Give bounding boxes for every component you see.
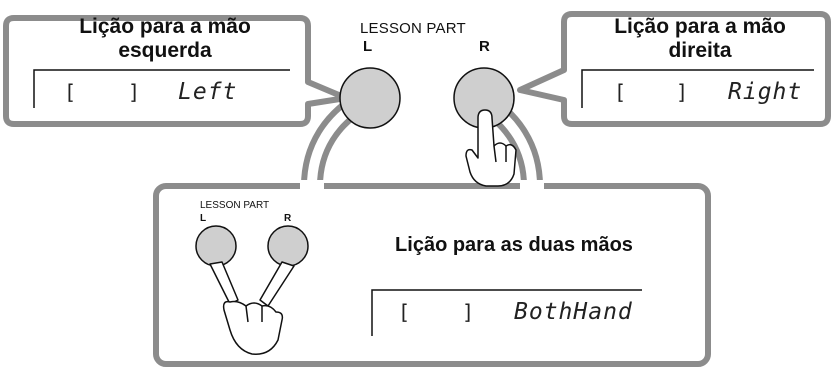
right-bracket-open: [ xyxy=(614,80,627,104)
small-l-button xyxy=(195,225,237,267)
connector-join-right xyxy=(520,180,544,192)
small-l-letter: L xyxy=(200,213,207,224)
left-bracket-open: [ xyxy=(64,80,77,104)
lesson-part-l-button[interactable] xyxy=(339,67,401,129)
small-lesson-part-label: LESSON PART xyxy=(200,200,270,211)
right-lcd-frame xyxy=(581,69,814,108)
left-display-text: Left xyxy=(178,79,238,105)
both-display-text: BothHand xyxy=(514,299,633,325)
both-bracket-close: ] xyxy=(462,300,475,324)
right-display-text: Right xyxy=(728,79,803,105)
pointing-finger-icon xyxy=(465,109,517,187)
left-bracket-close: ] xyxy=(128,80,141,104)
left-lcd-frame xyxy=(33,69,290,108)
two-finger-press-icon xyxy=(209,261,295,355)
r-button-letter: R xyxy=(479,38,490,55)
lesson-part-label: LESSON PART xyxy=(360,20,466,37)
both-bracket-open: [ xyxy=(398,300,411,324)
right-callout-box xyxy=(517,11,831,127)
connector-join-left xyxy=(300,180,324,192)
left-callout-box xyxy=(3,15,349,127)
right-callout-title: Lição para a mão direita xyxy=(614,15,786,62)
left-callout-title: Lição para a mão esquerda xyxy=(79,15,251,62)
both-lcd-frame xyxy=(371,289,642,336)
small-r-letter: R xyxy=(284,213,292,224)
small-r-button xyxy=(267,225,309,267)
right-bracket-close: ] xyxy=(676,80,689,104)
l-button-letter: L xyxy=(363,38,373,55)
both-callout-title: Lição para as duas mãos xyxy=(395,234,633,256)
